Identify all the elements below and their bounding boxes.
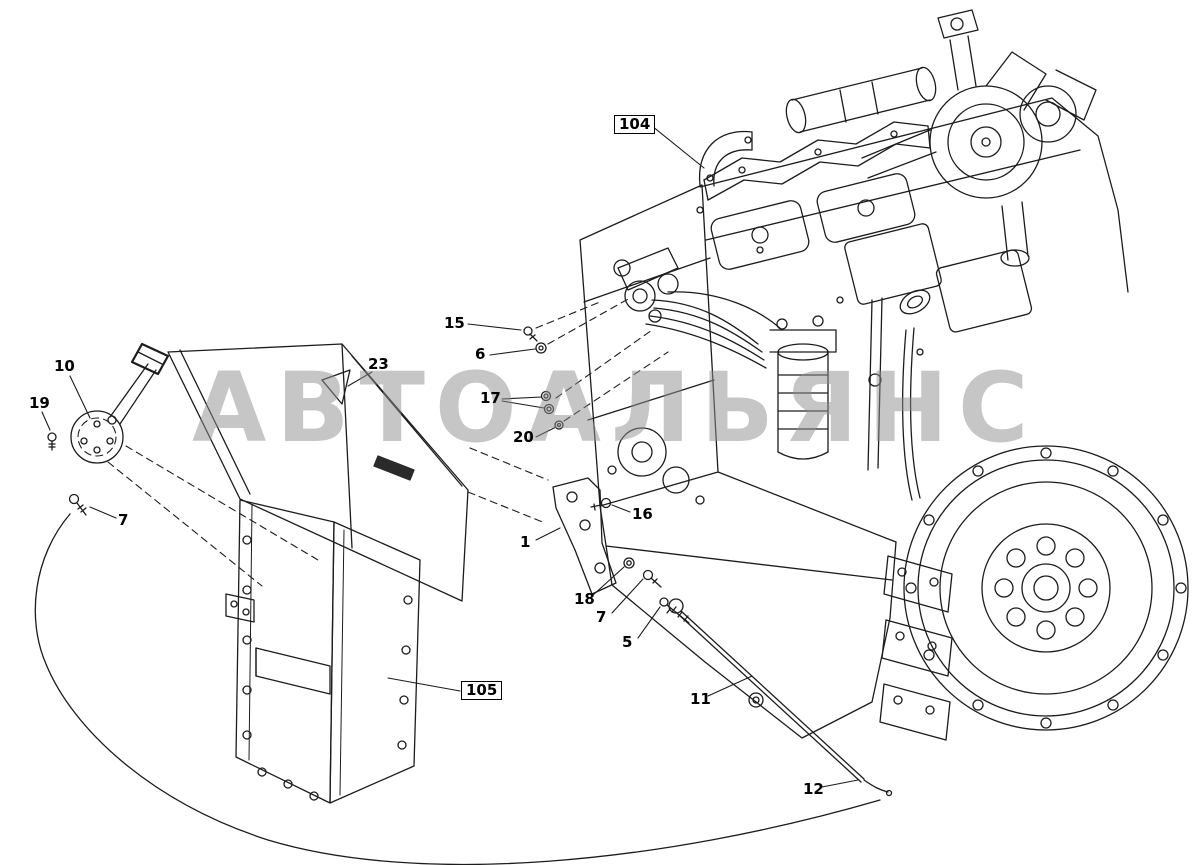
injection-pump bbox=[613, 247, 783, 369]
damper-lever bbox=[70, 342, 170, 464]
callout-7-left: 7 bbox=[118, 511, 129, 529]
nut-18-icon bbox=[623, 557, 635, 569]
callout-17: 17 bbox=[480, 389, 501, 407]
bolt-7-left-icon bbox=[68, 493, 87, 516]
valve-covers bbox=[710, 173, 1033, 333]
dipstick-tip bbox=[863, 779, 889, 793]
mount-bracket-item-1 bbox=[552, 477, 617, 595]
callout-20: 20 bbox=[513, 428, 534, 446]
callout-1: 1 bbox=[520, 533, 531, 551]
intake-tube bbox=[785, 66, 937, 134]
bolt-7-right-icon bbox=[642, 569, 662, 588]
bolt-16-icon bbox=[590, 497, 612, 511]
callout-6: 6 bbox=[475, 345, 486, 363]
callout-15: 15 bbox=[444, 314, 465, 332]
leader-lines bbox=[41, 125, 859, 788]
bolt-19-icon bbox=[47, 432, 57, 451]
side-tab-bracket bbox=[225, 593, 255, 623]
shim-item-23 bbox=[321, 369, 351, 405]
assembly-dashed-lines bbox=[107, 297, 669, 587]
plate-shelf bbox=[255, 647, 331, 695]
exhaust-elbow bbox=[698, 130, 753, 187]
engine-plumbing bbox=[867, 201, 1030, 501]
flywheel bbox=[903, 445, 1189, 731]
lever-knob bbox=[130, 342, 170, 376]
lower-plate-rear bbox=[329, 521, 421, 804]
upper-angled-plate bbox=[167, 343, 469, 602]
nuts-17-icon bbox=[540, 390, 555, 415]
dipstick bbox=[668, 598, 893, 797]
slot-mark bbox=[373, 455, 415, 481]
callout-104: 104 bbox=[614, 115, 656, 134]
callout-16: 16 bbox=[632, 505, 653, 523]
callout-11: 11 bbox=[690, 690, 711, 708]
turbocharger bbox=[861, 9, 1097, 199]
engine-mount-pads bbox=[879, 555, 953, 741]
callout-7-right: 7 bbox=[596, 608, 607, 626]
bracket-plate-assembly bbox=[167, 343, 469, 804]
callout-18: 18 bbox=[574, 590, 595, 608]
washer-20-icon bbox=[554, 420, 564, 430]
callout-5: 5 bbox=[622, 633, 633, 651]
callout-10: 10 bbox=[54, 357, 75, 375]
exhaust-manifold bbox=[703, 121, 931, 201]
callout-105: 105 bbox=[461, 681, 503, 700]
nut-6-icon bbox=[535, 342, 547, 354]
fuel-filter bbox=[769, 315, 837, 460]
engine-assembly bbox=[579, 9, 1189, 741]
bolt-15-icon bbox=[523, 326, 538, 342]
engine-block bbox=[579, 97, 1129, 739]
callout-12: 12 bbox=[803, 780, 824, 798]
callout-19: 19 bbox=[29, 394, 50, 412]
lower-plate-front bbox=[235, 499, 335, 804]
cable-curve bbox=[34, 513, 881, 865]
callout-23: 23 bbox=[368, 355, 389, 373]
